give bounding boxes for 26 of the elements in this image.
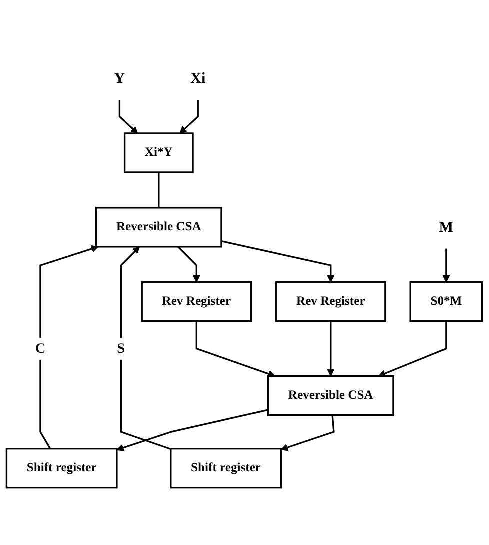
node-box: Rev Register	[141, 282, 252, 322]
node-text: Xi	[190, 70, 206, 87]
arrow	[442, 248, 450, 283]
arrow	[40, 245, 99, 450]
node-box: Shift register	[6, 448, 118, 489]
arrow	[196, 321, 276, 378]
node-box: Rev Register	[276, 282, 386, 322]
arrow	[120, 246, 172, 450]
arrow	[180, 100, 199, 134]
arrow	[378, 321, 448, 378]
node-box: Xi*Y	[124, 132, 194, 174]
node-box: Reversible CSA	[267, 375, 394, 416]
node-text: Y	[114, 70, 126, 87]
edge-label: C	[35, 340, 46, 357]
arrow	[118, 100, 138, 134]
arrow	[178, 246, 200, 283]
arrow	[116, 409, 268, 452]
arrow	[221, 240, 335, 283]
connector	[158, 172, 160, 208]
node-box: S0*M	[410, 282, 484, 322]
node-box: Shift register	[170, 448, 282, 489]
edge-label: S	[117, 340, 126, 357]
arrow	[327, 321, 335, 377]
arrow	[280, 415, 335, 452]
node-text: M	[439, 218, 454, 236]
node-box: Reversible CSA	[95, 207, 222, 248]
